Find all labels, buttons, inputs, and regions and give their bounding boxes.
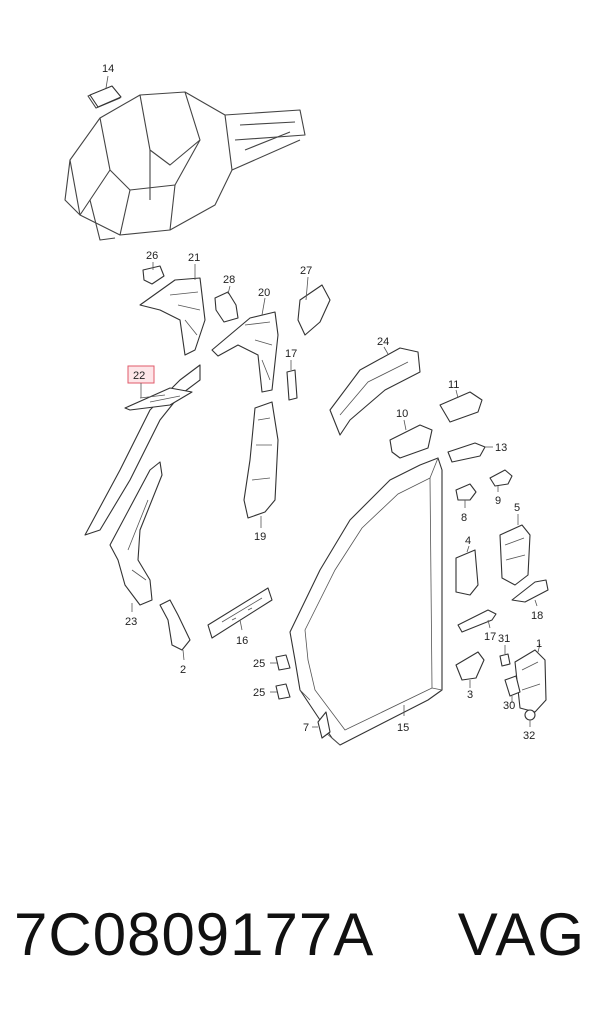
part-7-shape xyxy=(317,711,331,739)
leader-28 xyxy=(227,285,231,295)
part-27-shape xyxy=(297,284,331,336)
callout-17b: 17 xyxy=(484,631,496,643)
part-20-shape xyxy=(211,311,279,393)
vehicle-frame-overview xyxy=(64,87,306,241)
part-2-shape xyxy=(159,599,191,651)
callout-26: 26 xyxy=(146,250,158,262)
part-10-shape xyxy=(389,424,433,459)
brand-label: VAG xyxy=(457,901,586,968)
part-24-shape xyxy=(329,347,421,436)
callout-23: 23 xyxy=(125,616,137,628)
callout-28: 28 xyxy=(223,274,235,286)
callout-13: 13 xyxy=(495,442,507,454)
callout-31: 31 xyxy=(498,633,510,645)
footer: 7C0809177A VAG xyxy=(0,890,600,980)
part-4-shape xyxy=(455,549,479,596)
leader-1 xyxy=(537,643,541,653)
leader-10 xyxy=(403,419,407,431)
part-11-shape xyxy=(439,391,483,423)
part-14-shape xyxy=(89,85,122,108)
part-23-shape xyxy=(109,461,163,606)
callout-8: 8 xyxy=(461,512,467,524)
part-17-upper-shape xyxy=(286,369,298,401)
callout-10: 10 xyxy=(396,408,408,420)
part-31-shape xyxy=(499,653,511,667)
leader-16 xyxy=(239,619,243,631)
part-13-shape xyxy=(447,442,486,463)
part-3-shape xyxy=(455,651,485,681)
callout-20: 20 xyxy=(258,287,270,299)
callout-1: 1 xyxy=(536,638,542,650)
part-15-shape xyxy=(289,457,443,746)
leader-2 xyxy=(182,649,185,661)
part-9-shape xyxy=(489,469,513,487)
part-1-shape xyxy=(514,649,547,713)
part-28-shape xyxy=(214,291,239,323)
part-5-shape xyxy=(499,524,531,586)
part-19-shape xyxy=(243,401,279,519)
leader-14 xyxy=(105,75,109,89)
leader-24 xyxy=(383,346,389,355)
leader-27 xyxy=(305,276,309,301)
part-22-shape xyxy=(84,364,201,536)
callout-15: 15 xyxy=(397,722,409,734)
callout-9: 9 xyxy=(495,495,501,507)
part-8-shape xyxy=(455,483,477,501)
leader-20 xyxy=(261,297,266,316)
callout-2: 2 xyxy=(180,664,186,676)
callout-5: 5 xyxy=(514,502,520,514)
part-17-lower-shape xyxy=(457,609,497,633)
part-30-shape xyxy=(504,675,521,697)
part-25-upper-shape xyxy=(275,654,291,671)
callout-17a: 17 xyxy=(285,348,297,360)
callout-30: 30 xyxy=(503,700,515,712)
callout-25a: 25 xyxy=(253,658,265,670)
callout-21: 21 xyxy=(188,252,200,264)
callout-24: 24 xyxy=(377,336,389,348)
callout-27: 27 xyxy=(300,265,312,277)
callout-3: 3 xyxy=(467,689,473,701)
part-25-lower-shape xyxy=(275,683,291,700)
callout-32: 32 xyxy=(523,730,535,742)
leader-18 xyxy=(534,599,538,607)
callout-19: 19 xyxy=(254,531,266,543)
callout-7: 7 xyxy=(303,722,309,734)
leader-11 xyxy=(455,389,459,399)
part-32-shape xyxy=(524,709,536,721)
leader-17b xyxy=(487,619,491,629)
part-16-shape xyxy=(207,587,273,639)
leader-4 xyxy=(466,545,470,553)
callout-14: 14 xyxy=(102,63,114,75)
callout-4: 4 xyxy=(465,535,471,547)
part-26-shape xyxy=(142,265,165,285)
parts-diagram: 14 26 21 28 20 27 17 24 22 11 10 13 9 xyxy=(64,63,549,746)
callout-25b: 25 xyxy=(253,687,265,699)
part-18-shape xyxy=(511,579,549,603)
part-22-bracket xyxy=(124,387,193,411)
callout-11: 11 xyxy=(448,379,459,391)
callout-22: 22 xyxy=(133,370,145,382)
part-21-shape xyxy=(139,277,206,356)
callout-18: 18 xyxy=(531,610,543,622)
callout-16: 16 xyxy=(236,635,248,647)
part-number: 7C0809177A xyxy=(14,901,375,968)
